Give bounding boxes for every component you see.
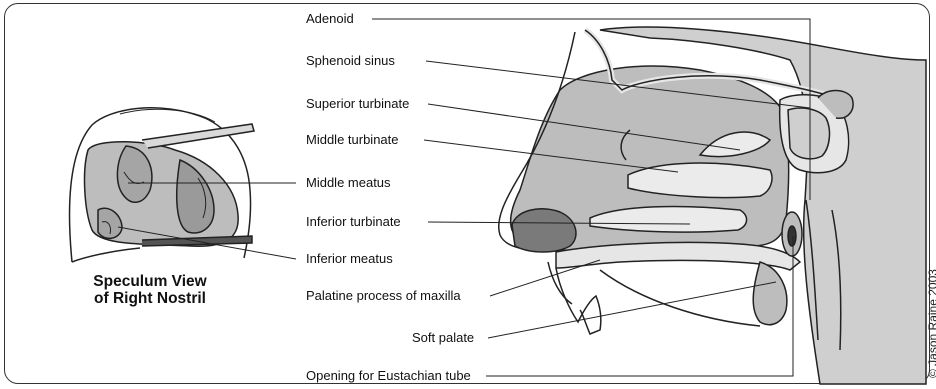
sagittal-section-drawing [499,27,926,384]
caption-line-1: Speculum View [72,273,228,290]
speculum-view-drawing [69,108,254,262]
label-soft-palate: Soft palate [412,330,474,346]
label-inferior-turbinate: Inferior turbinate [306,214,401,230]
leader-palatine-process [490,260,600,296]
label-middle-turbinate: Middle turbinate [306,132,399,148]
label-eustachian-opening: Opening for Eustachian tube [306,368,471,384]
speculum-view-caption: Speculum View of Right Nostril [72,273,228,307]
label-superior-turbinate: Superior turbinate [306,96,409,112]
label-sphenoid-sinus: Sphenoid sinus [306,53,395,69]
label-inferior-meatus: Inferior meatus [306,251,393,267]
copyright-credit: © Jason Raine 2003 [926,269,936,378]
label-adenoid: Adenoid [306,11,354,27]
caption-line-2: of Right Nostril [72,290,228,307]
label-middle-meatus: Middle meatus [306,175,391,191]
label-palatine-process: Palatine process of maxilla [306,288,461,304]
